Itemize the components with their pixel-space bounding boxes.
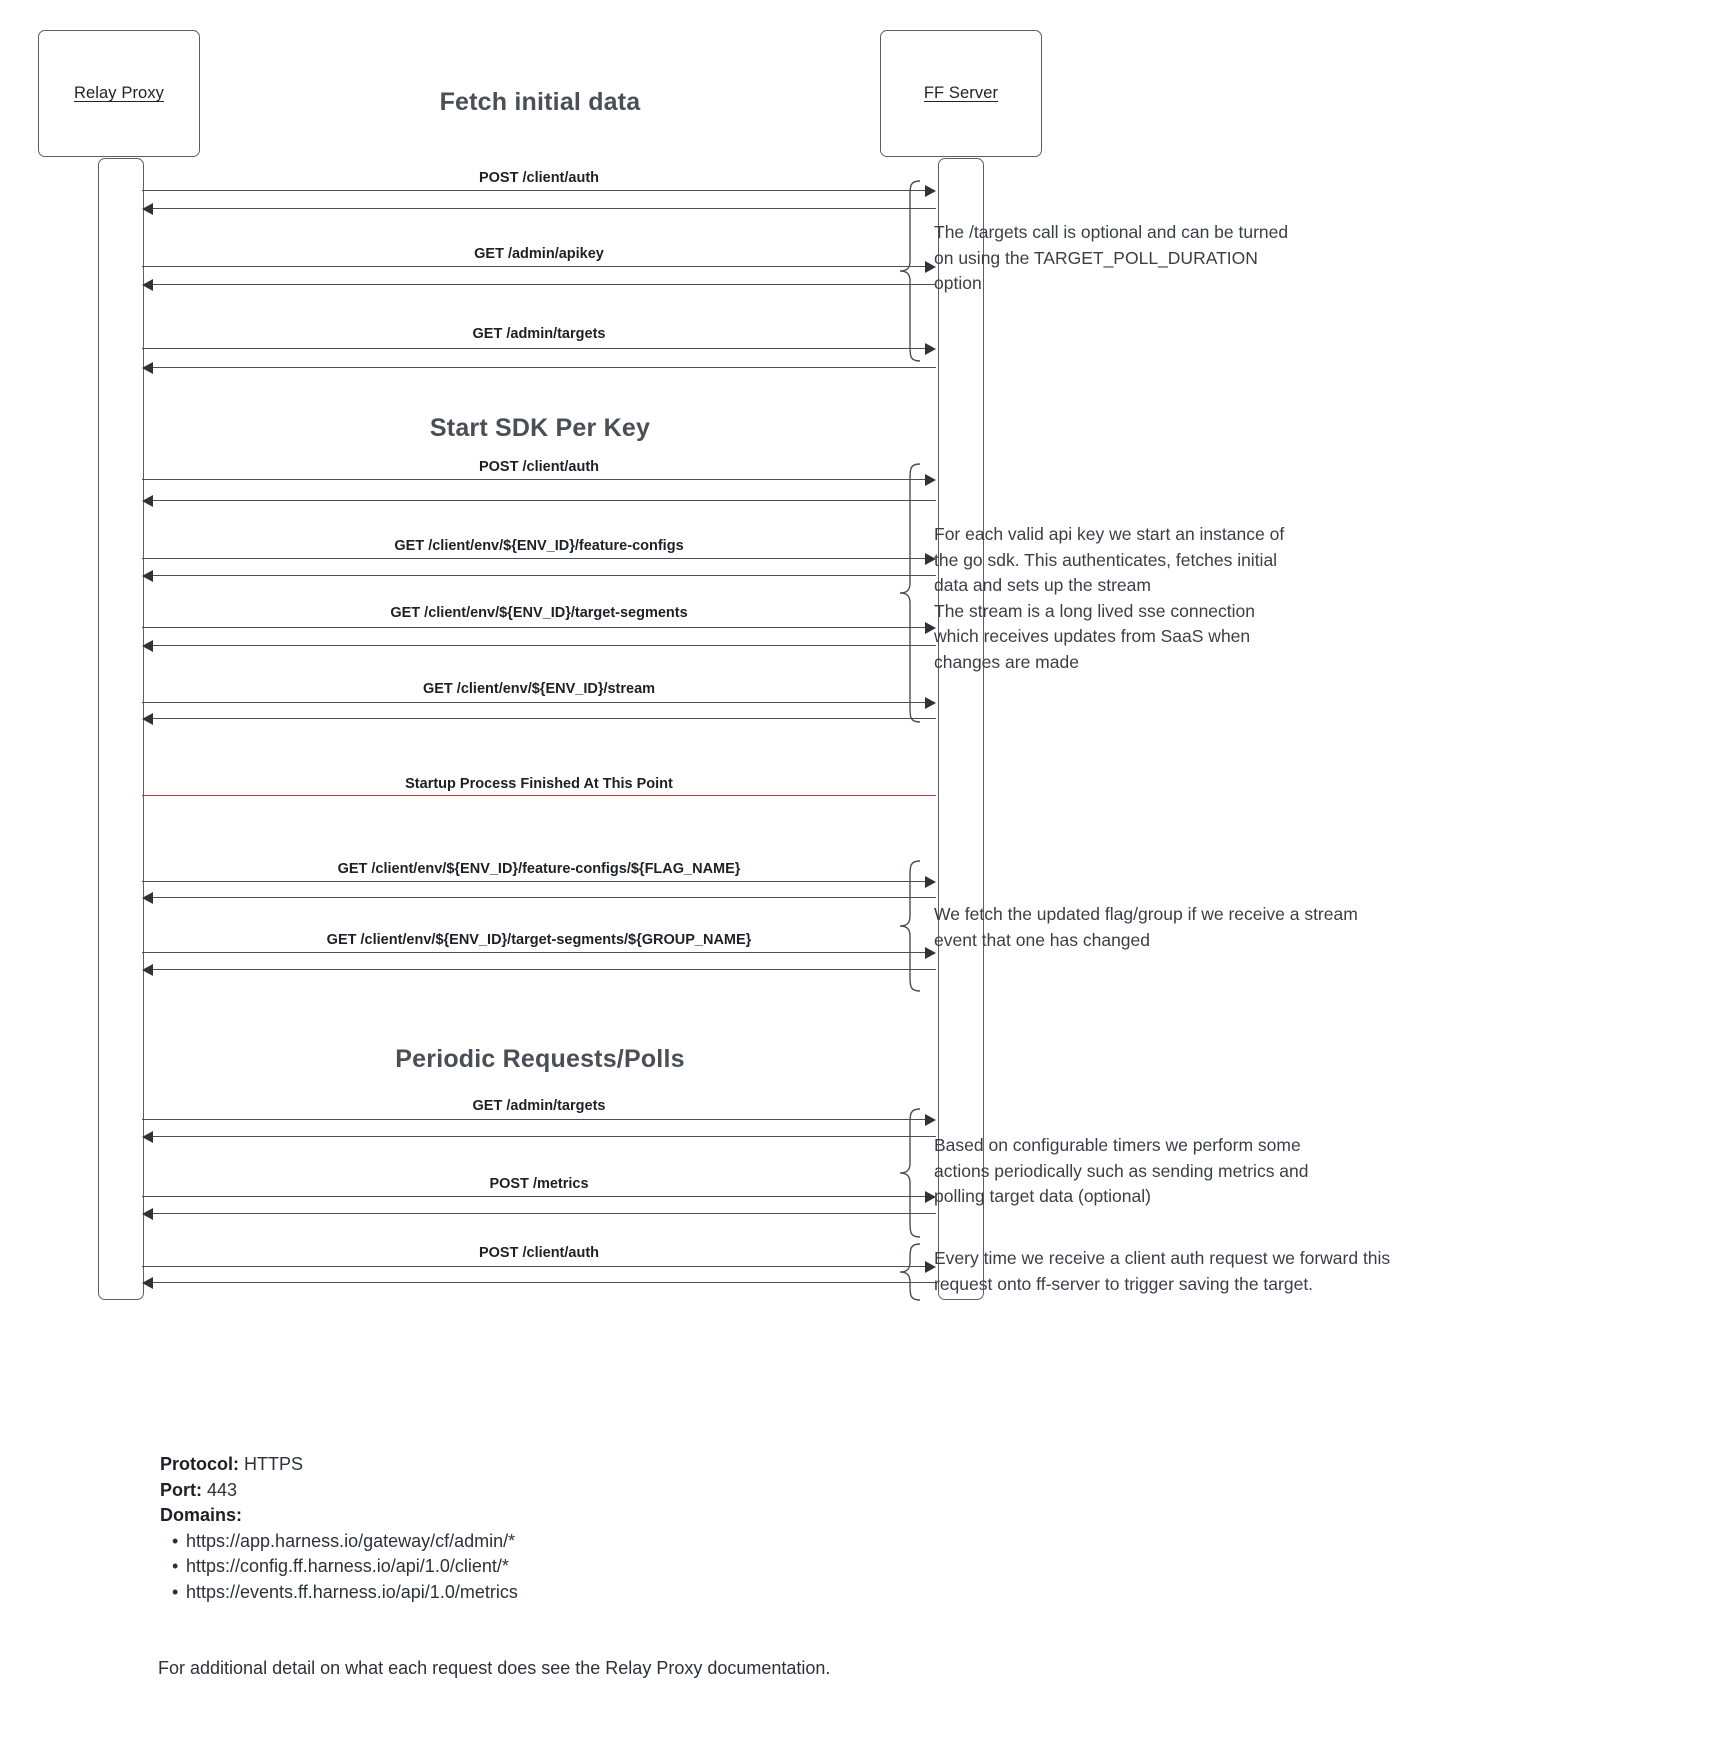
note-text: The /targets call is optional and can be…: [934, 222, 1289, 293]
port-value: 443: [207, 1479, 238, 1500]
note-brace: [898, 463, 924, 723]
arrow-left-icon: [142, 362, 153, 374]
arrow-left-icon: [142, 640, 153, 652]
participant-box-relay-proxy: Relay Proxy: [38, 30, 200, 157]
arrow-left-icon: [142, 892, 153, 904]
arrow-right-icon: [925, 697, 936, 709]
arrow-left-icon: [142, 1208, 153, 1220]
arrow-right-icon: [925, 1114, 936, 1126]
protocol-label: Protocol:: [160, 1454, 239, 1474]
message-label: GET /client/env/${ENV_ID}/target-segment…: [390, 605, 688, 621]
arrow-right-icon: [925, 1261, 936, 1273]
arrow-left-icon: [142, 1277, 153, 1289]
arrow-right-icon: [925, 1191, 936, 1203]
note-brace: [898, 1243, 924, 1301]
message-request-line: [142, 627, 927, 629]
domain-list-item: https://events.ff.harness.io/api/1.0/met…: [172, 1580, 518, 1606]
note-brace: [898, 180, 924, 362]
message-request-line: [142, 479, 927, 481]
message-request-line: [142, 348, 927, 350]
message-label: GET /admin/apikey: [474, 246, 604, 262]
message-request-line: [142, 1266, 927, 1268]
domains: Domains:: [160, 1503, 518, 1529]
message-request-line: [142, 952, 927, 954]
arrow-right-icon: [925, 553, 936, 565]
port-label: Port:: [160, 1479, 202, 1500]
domain-list-item: https://config.ff.harness.io/api/1.0/cli…: [172, 1554, 518, 1580]
arrow-right-icon: [925, 185, 936, 197]
message-response-line: [151, 575, 936, 577]
section-title: Fetch initial data: [439, 88, 641, 116]
divider-label: Startup Process Finished At This Point: [405, 776, 673, 792]
domain-list-item: https://app.harness.io/gateway/cf/admin/…: [172, 1529, 518, 1555]
message-label: GET /client/env/${ENV_ID}/feature-config…: [394, 538, 684, 554]
message-response-line: [151, 645, 936, 647]
footer-note: For additional detail on what each reque…: [158, 1658, 831, 1678]
message-response-line: [151, 1282, 936, 1284]
protocol: Protocol: HTTPS: [160, 1452, 518, 1478]
message-response-line: [151, 500, 936, 502]
message-response-line: [151, 1213, 936, 1215]
message-request-line: [142, 881, 927, 883]
message-response-line: [151, 284, 936, 286]
message-response-line: [151, 208, 936, 210]
arrow-right-icon: [925, 622, 936, 634]
section-title: Start SDK Per Key: [429, 414, 651, 442]
note-text: Every time we receive a client auth requ…: [934, 1248, 1391, 1294]
message-label: POST /metrics: [489, 1176, 589, 1192]
message-request-line: [142, 1196, 927, 1198]
arrow-right-icon: [925, 876, 936, 888]
arrow-left-icon: [142, 964, 153, 976]
arrow-left-icon: [142, 1131, 153, 1143]
message-label: GET /client/env/${ENV_ID}/feature-config…: [337, 861, 741, 877]
section-title: Periodic Requests/Polls: [395, 1045, 685, 1073]
message-label: POST /client/auth: [478, 1245, 600, 1261]
message-request-line: [142, 190, 927, 192]
message-response-line: [151, 718, 936, 720]
message-label: GET /client/env/${ENV_ID}/target-segment…: [326, 932, 752, 948]
message-label: POST /client/auth: [478, 459, 600, 475]
note-brace: [898, 860, 924, 992]
message-label: GET /admin/targets: [472, 1098, 606, 1114]
participant-box-ff-server: FF Server: [880, 30, 1042, 157]
message-label: GET /admin/targets: [472, 326, 606, 342]
message-response-line: [151, 1136, 936, 1138]
arrow-left-icon: [142, 203, 153, 215]
lifeline-activation-relay-proxy: [98, 158, 144, 1300]
arrow-left-icon: [142, 713, 153, 725]
divider-line: [142, 795, 936, 797]
note-text: For each valid api key we start an insta…: [934, 524, 1285, 672]
port: Port: 443: [160, 1478, 518, 1504]
domain-list: https://app.harness.io/gateway/cf/admin/…: [160, 1529, 518, 1606]
message-request-line: [142, 702, 927, 704]
message-response-line: [151, 969, 936, 971]
arrow-right-icon: [925, 343, 936, 355]
message-response-line: [151, 897, 936, 899]
participant-label: FF Server: [923, 84, 999, 102]
message-request-line: [142, 1119, 927, 1121]
note-text: We fetch the updated flag/group if we re…: [934, 904, 1358, 950]
note-text: Based on configurable timers we perform …: [934, 1135, 1309, 1206]
message-request-line: [142, 266, 927, 268]
message-request-line: [142, 558, 927, 560]
note-brace: [898, 1108, 924, 1238]
arrow-left-icon: [142, 495, 153, 507]
domains-label: Domains:: [160, 1505, 243, 1525]
participant-label: Relay Proxy: [73, 84, 165, 102]
arrow-left-icon: [142, 279, 153, 291]
message-label: POST /client/auth: [478, 170, 600, 186]
arrow-right-icon: [925, 261, 936, 273]
protocol-value: HTTPS: [244, 1454, 304, 1474]
arrow-right-icon: [925, 474, 936, 486]
arrow-right-icon: [925, 947, 936, 959]
message-label: GET /client/env/${ENV_ID}/stream: [422, 681, 656, 697]
arrow-left-icon: [142, 570, 153, 582]
message-response-line: [151, 367, 936, 369]
lifeline-activation-ff-server: [938, 158, 984, 1300]
